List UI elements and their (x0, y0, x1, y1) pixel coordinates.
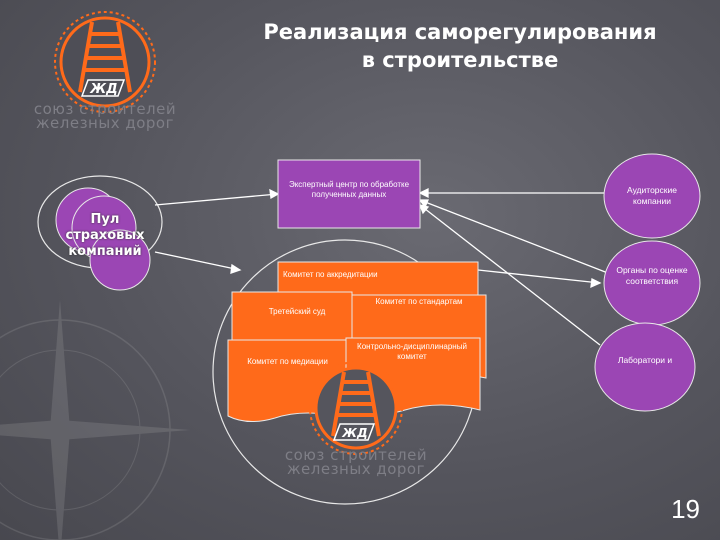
committee-standards-label: Комитет по стандартам (375, 297, 463, 306)
committee-accreditation-label: Комитет по аккредитации (283, 270, 378, 279)
auditors-circle (603, 153, 701, 239)
committee-arbitration-label: Третейский суд (268, 307, 326, 316)
logo-caption-bottom: союз строителей железных дорог (275, 446, 437, 478)
title-line-1: Реализация саморегулирования (263, 20, 657, 44)
insurance-pool-label: Пул страховых компаний (65, 212, 145, 259)
pool-circle-3 (89, 229, 151, 291)
connector-committees-conformity (477, 269, 601, 284)
logo-line-2: железных дорог (36, 114, 174, 132)
svg-text:ЖД: ЖД (341, 426, 367, 440)
compass-watermark-icon (0, 300, 190, 540)
laboratories-label: Лаборатори и (617, 355, 673, 365)
committee-disciplinary-label: Контрольно-дисциплинарный комитет (357, 342, 467, 361)
railway-logo-icon: ЖД (309, 361, 403, 455)
connector-pool-committees (154, 251, 241, 271)
expert-center-box (277, 159, 421, 229)
connector-expert-conformity (419, 199, 614, 276)
logo-line-2: железных дорог (287, 460, 425, 478)
title-line-2: в строительстве (361, 48, 559, 72)
auditors-label: Аудиторские компании (627, 185, 677, 206)
laboratories-circle (594, 322, 696, 412)
logo-caption: союз строителей железных дорог (25, 100, 185, 132)
logo-line-1: союз строителей (284, 446, 428, 464)
svg-text:ЖД: ЖД (89, 82, 118, 97)
page-number: 19 (671, 494, 700, 524)
conformity-label: Органы по оценке соответствия (616, 265, 688, 286)
committee-mediation-label: Комитет по медиации (247, 357, 328, 366)
connector-expert-labs (419, 204, 601, 346)
slide-title: Реализация саморегулирования в строитель… (230, 18, 690, 74)
connector-pool-expert (154, 193, 279, 206)
expert-center-label: Экспертный центр по обработке полученных… (288, 180, 410, 199)
logo-line-1: союз строителей (33, 100, 177, 118)
railway-logo-icon: ЖД (54, 11, 156, 113)
